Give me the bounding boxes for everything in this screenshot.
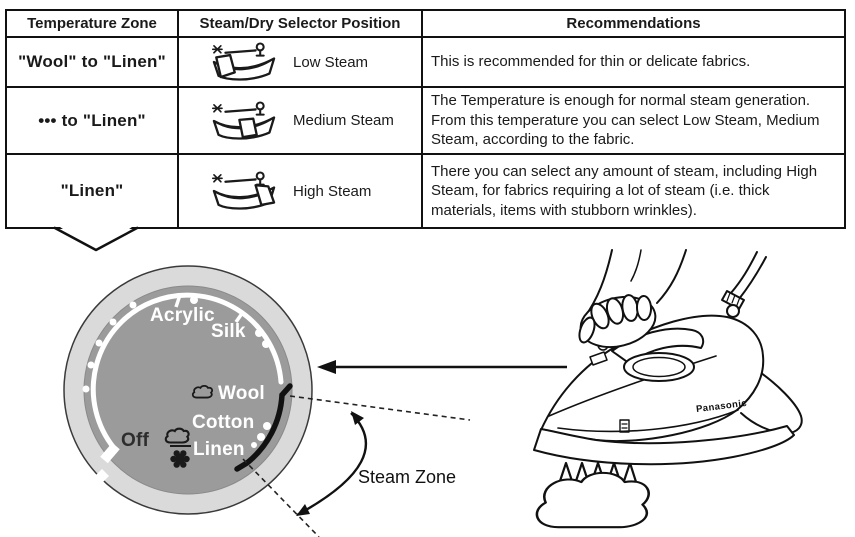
dial-label-off: Off — [121, 430, 150, 451]
steam-cloud — [535, 461, 650, 529]
linen-spray-icon — [170, 450, 190, 468]
dial-label-cotton: Cotton — [192, 412, 255, 433]
dial-label-wool: Wool — [218, 383, 265, 404]
selector-cell-row2: Medium Steam — [179, 88, 423, 155]
steam-level-label: Medium Steam — [293, 112, 394, 129]
steam-settings-table: Temperature Zone Steam/Dry Selector Posi… — [5, 9, 846, 229]
zone-cell-row3: "Linen" — [7, 155, 179, 227]
column-header-selector-position: Steam/Dry Selector Position — [179, 11, 423, 38]
dial-label-linen: Linen — [193, 439, 245, 460]
recommendation-cell-row1: This is recommended for thin or delicate… — [423, 38, 844, 88]
steam-zone-label: Steam Zone — [358, 467, 457, 487]
panasonic-logo: Panasonic — [695, 397, 748, 416]
column-header-recommendations: Recommendations — [423, 11, 844, 38]
dial-label-silk: Silk — [211, 321, 246, 342]
recommendation-cell-row2: The Temperature is enough for normal ste… — [423, 88, 844, 155]
selector-cell-row3: High Steam — [179, 155, 423, 227]
selector-cell-row1: Low Steam — [179, 38, 423, 88]
zone-cell-row1: "Wool" to "Linen" — [7, 38, 179, 88]
dial-pointer-arrow — [317, 360, 567, 374]
iron-dial — [623, 352, 695, 382]
steam-selector-high-icon — [207, 170, 281, 212]
hand-and-arm — [583, 249, 687, 319]
temperature-dial — [63, 265, 313, 515]
iron-body — [533, 304, 803, 466]
linen-steam-icon — [164, 427, 191, 447]
steam-selector-medium-icon — [207, 100, 281, 142]
steam-level-label: High Steam — [293, 182, 372, 200]
steam-level-label: Low Steam — [293, 53, 369, 71]
zone-cell-row2: ••• to "Linen" — [7, 88, 179, 155]
column-header-temperature-zone: Temperature Zone — [7, 11, 179, 38]
power-cord — [721, 251, 767, 310]
recommendation-cell-row3: There you can select any amount of steam… — [423, 155, 844, 227]
gripping-hand — [578, 294, 657, 349]
steam-selector-low-icon — [207, 41, 281, 83]
wool-steam-icon — [191, 385, 213, 399]
iron-illustration — [533, 249, 803, 529]
dial-label-acrylic: Acrylic — [150, 305, 215, 326]
